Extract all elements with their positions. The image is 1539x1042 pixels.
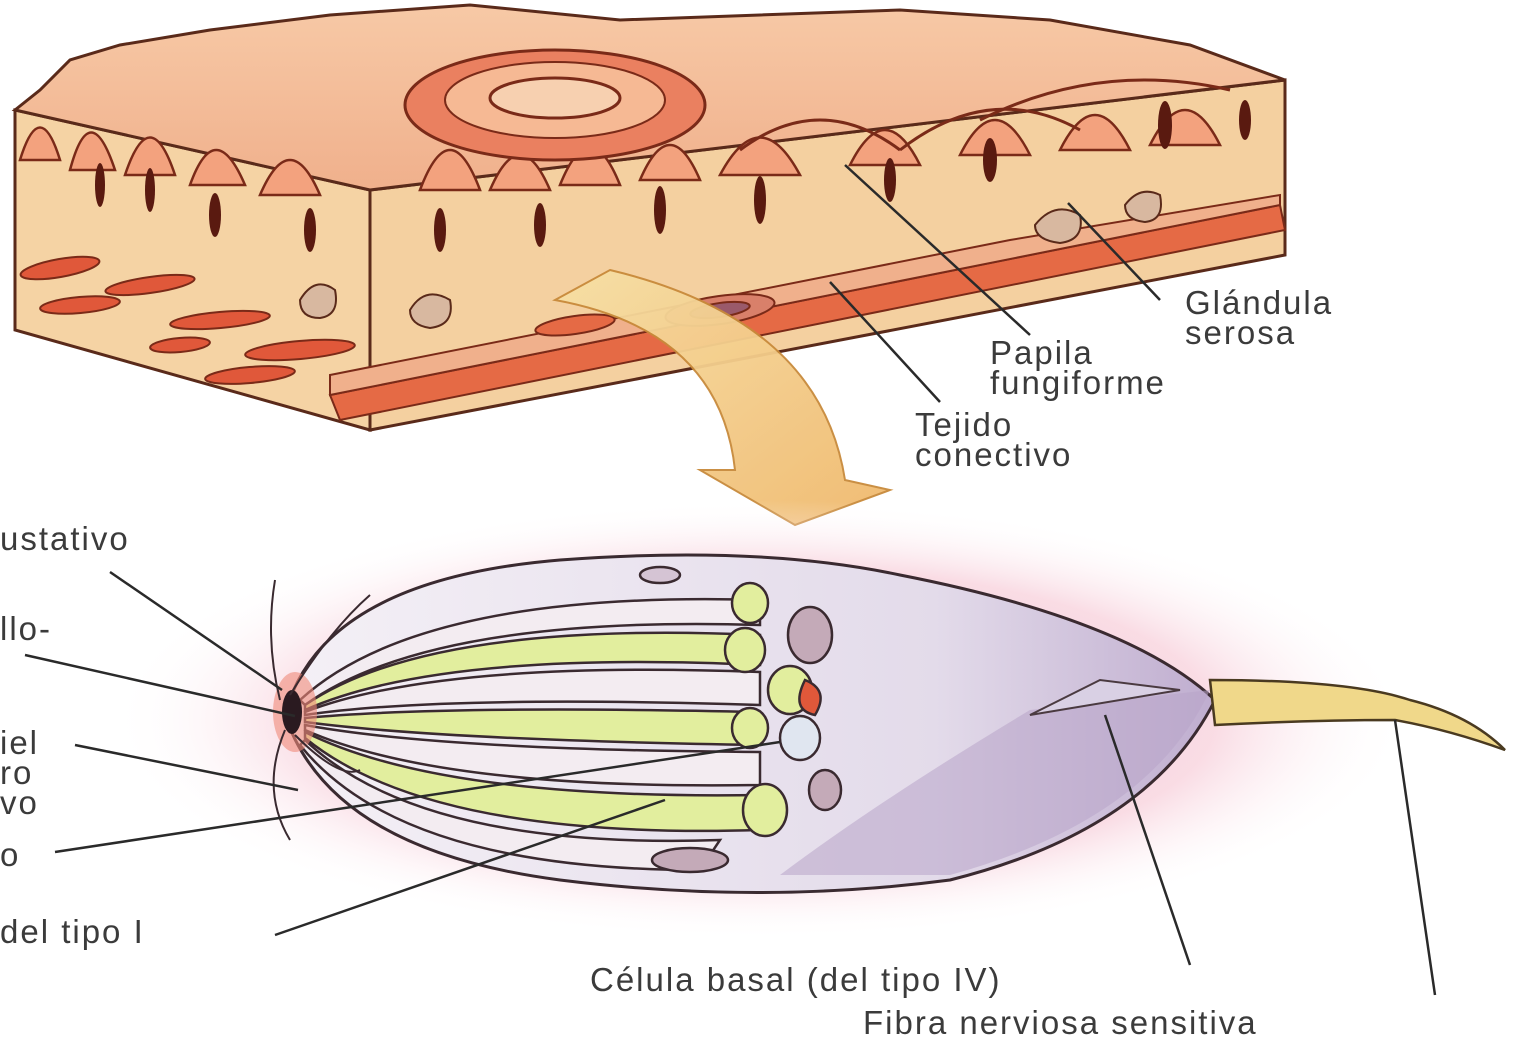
label-celula-basal: Célula basal (del tipo IV) [590,965,1002,995]
label-papila-fungiforme: Papila fungiforme [990,338,1166,398]
label-glandula-serosa: Glándula serosa [1185,288,1333,348]
label-microvellosidad: llo- [0,614,52,644]
label-tejido-conectivo: Tejido conectivo [915,410,1072,470]
label-celula-tipo2: o [0,840,20,870]
leader-fibra [1395,720,1435,995]
label-poro-gustativo: ustativo [0,524,130,554]
label-celula-sosten: iel ro vo [0,728,39,818]
label-celula-tipo1: del tipo I [0,917,145,947]
taste-bud [110,500,1505,940]
label-fibra-nerviosa: Fibra nerviosa sensitiva [863,1008,1258,1038]
circumvallate-papilla [405,50,705,160]
